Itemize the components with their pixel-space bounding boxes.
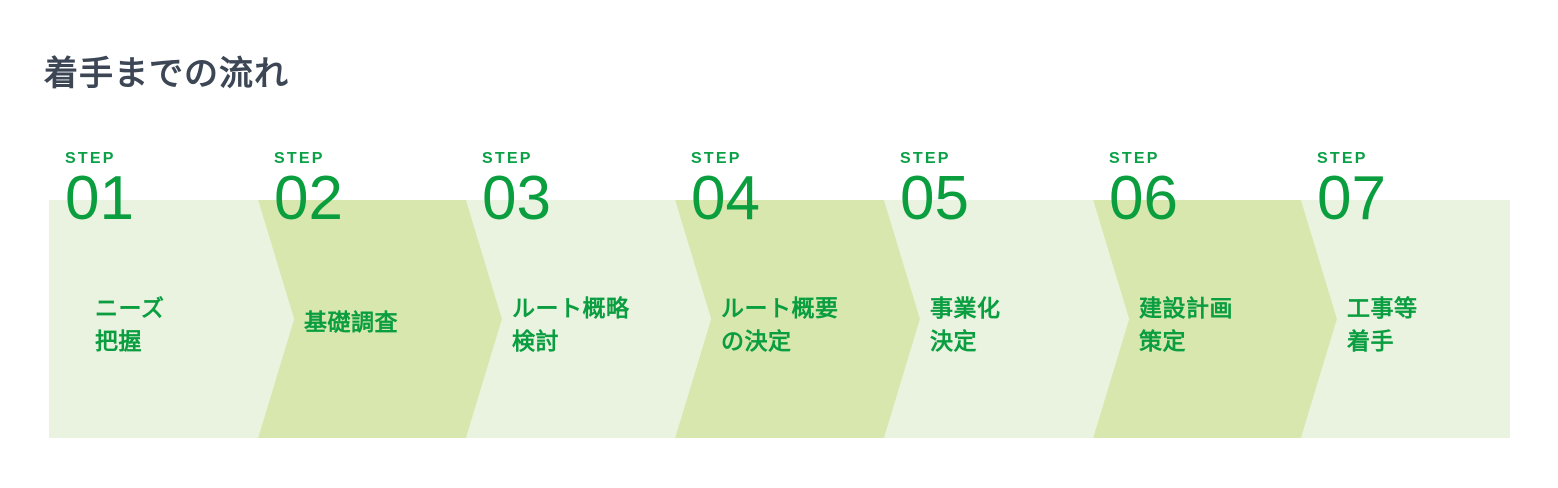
chevron-shape-03: [466, 200, 711, 438]
step-word-label: STEP: [1317, 150, 1368, 167]
chevron-shape-06: [1093, 200, 1337, 438]
step-word-label: STEP: [900, 150, 951, 167]
step-label-line: 建設計画: [1139, 295, 1233, 321]
step-word-label: STEP: [691, 150, 742, 167]
step-label-line: ルート概略: [512, 295, 630, 321]
step-label-line: 基礎調査: [304, 309, 398, 335]
step-label-06: 建設計画策定: [1139, 292, 1233, 359]
step-label-line: 策定: [1139, 328, 1186, 355]
step-label-02: 基礎調査: [304, 306, 398, 339]
chevron-shape-02: [258, 200, 502, 438]
step-label-line: 検討: [512, 328, 559, 355]
step-label-line: 把握: [95, 328, 142, 355]
step-label-03: ルート概略検討: [512, 292, 630, 359]
step-word-label: STEP: [482, 150, 533, 167]
step-label-line: 決定: [930, 328, 977, 355]
step-label-line: 工事等: [1347, 295, 1418, 321]
step-word-label: STEP: [65, 150, 116, 167]
step-label-05: 事業化決定: [930, 292, 1001, 359]
step-label-line: 事業化: [930, 295, 1001, 321]
step-word-label: STEP: [274, 150, 325, 167]
chevron-shape-04: [675, 200, 920, 438]
step-label-07: 工事等着手: [1347, 292, 1418, 359]
step-label-04: ルート概要の決定: [721, 292, 839, 359]
step-label-line: ニーズ: [95, 295, 165, 321]
page-title: 着手までの流れ: [44, 55, 289, 93]
step-label-01: ニーズ把握: [95, 292, 164, 359]
step-label-line: 着手: [1347, 328, 1394, 355]
step-label-line: の決定: [721, 328, 792, 355]
chevron-shape-07: [1301, 200, 1510, 438]
chevron-shape-01: [49, 200, 294, 438]
chevron-shape-05: [884, 200, 1129, 438]
step-word-label: STEP: [1109, 150, 1160, 167]
step-label-line: ルート概要: [721, 295, 839, 321]
